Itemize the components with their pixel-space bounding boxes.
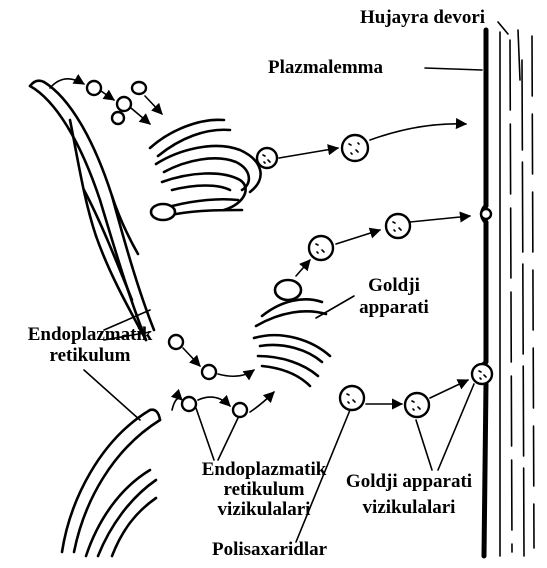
golgi-vesicle-3	[309, 236, 333, 260]
endoplasmic-reticulum-upper	[30, 81, 154, 340]
golgi-stack-upper	[150, 120, 261, 220]
label-golgi-vesicles-line2: vizikulalari	[320, 498, 498, 518]
label-golgi-line2: apparati	[346, 298, 442, 318]
golgi-vesicle-1	[257, 148, 277, 168]
label-cell-wall: Hujayra devori	[360, 8, 485, 28]
label-er-line2: retikulum	[4, 346, 176, 366]
label-golgi-line1: Goldji	[354, 276, 434, 296]
golgi-stack-lower	[254, 280, 330, 386]
membrane-fusion-vesicles	[472, 209, 492, 384]
label-golgi-vesicles-line1: Goldji apparati	[320, 472, 498, 492]
label-polysaccharides: Polisaxaridlar	[212, 540, 327, 560]
golgi-vesicle-6	[405, 393, 429, 417]
label-plasmalemma: Plazmalemma	[268, 58, 383, 78]
endoplasmic-reticulum-lower	[62, 410, 160, 556]
golgi-vesicle-4	[386, 214, 410, 238]
label-er-line1: Endoplazmatik	[4, 325, 176, 345]
golgi-vesicle-5	[340, 386, 364, 410]
golgi-vesicle-2	[342, 135, 368, 161]
